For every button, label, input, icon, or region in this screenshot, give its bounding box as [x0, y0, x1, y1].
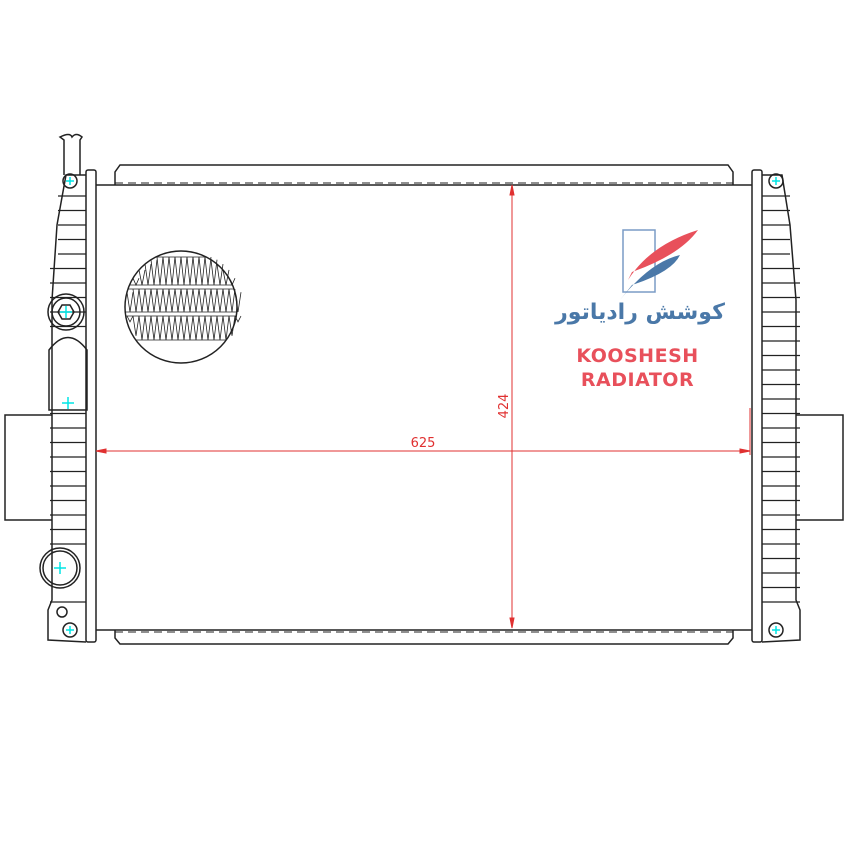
fin-zigzag: [126, 315, 134, 323]
fin-zigzag: [138, 269, 146, 286]
left-bracket: [4, 414, 52, 521]
fin-zigzag: [186, 256, 194, 286]
fin-zigzag: [144, 288, 152, 313]
filler-neck: [58, 133, 83, 175]
bottom-plate: [114, 630, 734, 645]
fin-zigzag: [138, 315, 146, 341]
fin-zigzag: [168, 288, 176, 313]
fin-zigzag: [216, 288, 224, 313]
fin-zigzag: [192, 315, 200, 341]
fin-zigzag: [150, 259, 158, 286]
inlet-pipe: [48, 336, 88, 411]
fin-zigzag: [126, 292, 134, 313]
fin-zigzag: [234, 315, 242, 323]
fin-zigzag: [198, 288, 206, 313]
left-tank: [47, 174, 87, 643]
fin-zigzag: [192, 288, 200, 313]
fin-zigzag: [132, 288, 140, 313]
fin-zigzag: [210, 315, 218, 341]
logo-persian-name: کوشش رادیاتور: [555, 300, 725, 325]
mount-hole-br: [768, 622, 784, 638]
fin-zigzag: [210, 288, 218, 313]
fin-zigzag: [144, 264, 152, 286]
fin-zigzag: [180, 315, 188, 341]
fin-zigzag: [222, 288, 230, 313]
logo-mark: [620, 229, 698, 300]
mount-hole-tr: [768, 173, 784, 189]
fin-zigzag: [132, 277, 140, 286]
fin-zigzag: [180, 256, 188, 286]
fin-zigzag: [204, 315, 212, 341]
fin-zigzag: [168, 256, 176, 286]
fin-zigzag: [162, 288, 170, 313]
fin-detail-circle: [124, 250, 238, 364]
logo-line-2: RADIATOR: [580, 369, 695, 391]
fin-zigzag: [156, 315, 164, 341]
top-plate: [114, 164, 734, 185]
right-tank: [761, 174, 801, 643]
fin-zigzag: [162, 256, 170, 286]
fin-zigzag: [198, 315, 206, 341]
width-dimension-label: 625: [411, 436, 436, 451]
right-side-plate: [751, 169, 763, 643]
fin-zigzag: [156, 256, 164, 286]
fin-zigzag: [132, 315, 140, 336]
height-dimension-label: 424: [497, 394, 512, 419]
fin-zigzag: [186, 288, 194, 313]
fin-zigzag: [156, 288, 164, 313]
fin-zigzag: [150, 315, 158, 341]
fin-zigzag: [204, 288, 212, 313]
fin-zigzag: [168, 315, 176, 341]
fin-zigzag: [228, 315, 236, 336]
fin-zigzag: [138, 288, 146, 313]
fin-zigzag: [228, 288, 236, 313]
fin-zigzag: [204, 256, 212, 286]
fin-zigzag: [162, 315, 170, 341]
fin-zigzag: [150, 288, 158, 313]
dimensions: [95, 184, 751, 629]
fin-zigzag: [174, 256, 182, 286]
drain-plug: [39, 547, 81, 589]
logo-line-1: KOOSHESH: [576, 345, 699, 367]
right-bracket: [796, 414, 844, 521]
fin-zigzag: [198, 256, 206, 286]
fin-zigzag: [180, 288, 188, 313]
fin-zigzag: [144, 315, 152, 341]
left-side-plate: [85, 169, 97, 643]
fin-zigzag: [174, 288, 182, 313]
fin-zigzag: [174, 315, 182, 341]
fin-zigzag: [192, 256, 200, 286]
center-markers: [54, 177, 780, 634]
fin-zigzag: [216, 315, 224, 341]
mount-hole-tl: [62, 173, 78, 189]
fin-zigzag: [234, 292, 242, 313]
fin-zigzag: [186, 315, 194, 341]
mount-hole-bl: [62, 622, 78, 638]
